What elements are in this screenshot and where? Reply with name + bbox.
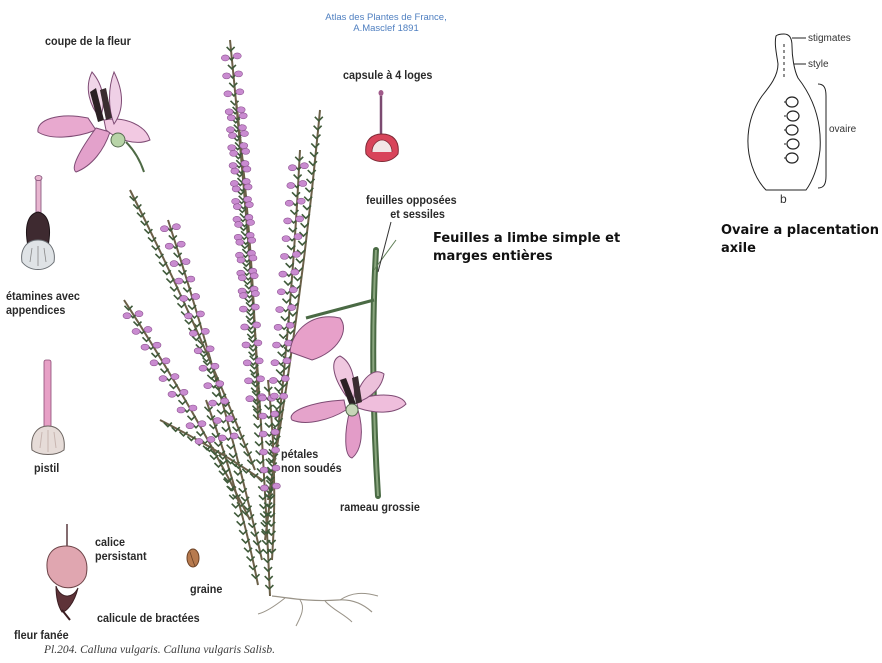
heather-roots [258,593,378,626]
plate-credit-line1: Atlas des Plantes de France, [320,12,452,23]
label-feuilles-opposees: feuilles opposées et sessiles [366,193,457,221]
label-pistil: pistil [34,461,59,475]
annotation-ovary-line1: Ovaire a placentation [721,222,879,240]
plate-caption: Pl.204. Calluna vulgaris. Calluna vulgar… [44,644,275,656]
capsule-drawing [366,90,399,162]
ovary-label-ovaire: ovaire [829,124,856,135]
plate-credit: Atlas des Plantes de France, A.Masclef 1… [320,12,452,34]
ovary-label-stigmates: stigmates [808,33,851,44]
label-capsule: capsule à 4 loges [343,68,432,82]
label-coupe-de-la-fleur: coupe de la fleur [45,34,131,48]
label-graine: graine [190,582,222,596]
label-rameau-grossie: rameau grossie [340,500,420,514]
label-petales: pétales non soudés [281,447,342,475]
label-calice-line1: calice [95,535,147,549]
label-etamines: étamines avec appendices [6,289,80,317]
annotation-ovary-line2: axile [721,240,879,258]
label-fleur-fanee: fleur fanée [14,628,69,642]
annotation-axile-placentation: Ovaire a placentation axile [721,222,879,258]
label-feuilles-line2: et sessiles [366,207,457,221]
label-calice: calice persistant [95,535,147,563]
annotation-leaf-margins: Feuilles a limbe simple et marges entièr… [433,230,620,266]
label-etamines-line2: appendices [6,303,80,317]
seed-drawing [187,549,199,567]
flower-section-drawing [38,72,150,172]
withered-flower-drawing [47,524,87,620]
heather-stems [124,40,323,596]
leaf-leader-line [378,222,391,272]
ovary-label-style: style [808,59,829,70]
annotation-leaf-line1: Feuilles a limbe simple et [433,230,620,248]
label-feuilles-line1: feuilles opposées [366,193,457,207]
plate-credit-line2: A.Masclef 1891 [320,23,452,34]
label-petales-line2: non soudés [281,461,342,475]
ovary-ovules [784,97,799,163]
ovary-label-letter: b [780,194,787,205]
label-petales-line1: pétales [281,447,342,461]
label-calicule: calicule de bractées [97,611,200,625]
stamens-drawing [22,176,55,270]
pistil-drawing [32,360,65,455]
label-etamines-line1: étamines avec [6,289,80,303]
annotation-leaf-line2: marges entières [433,248,620,266]
ovary-diagram [748,34,826,190]
label-calice-line2: persistant [95,549,147,563]
